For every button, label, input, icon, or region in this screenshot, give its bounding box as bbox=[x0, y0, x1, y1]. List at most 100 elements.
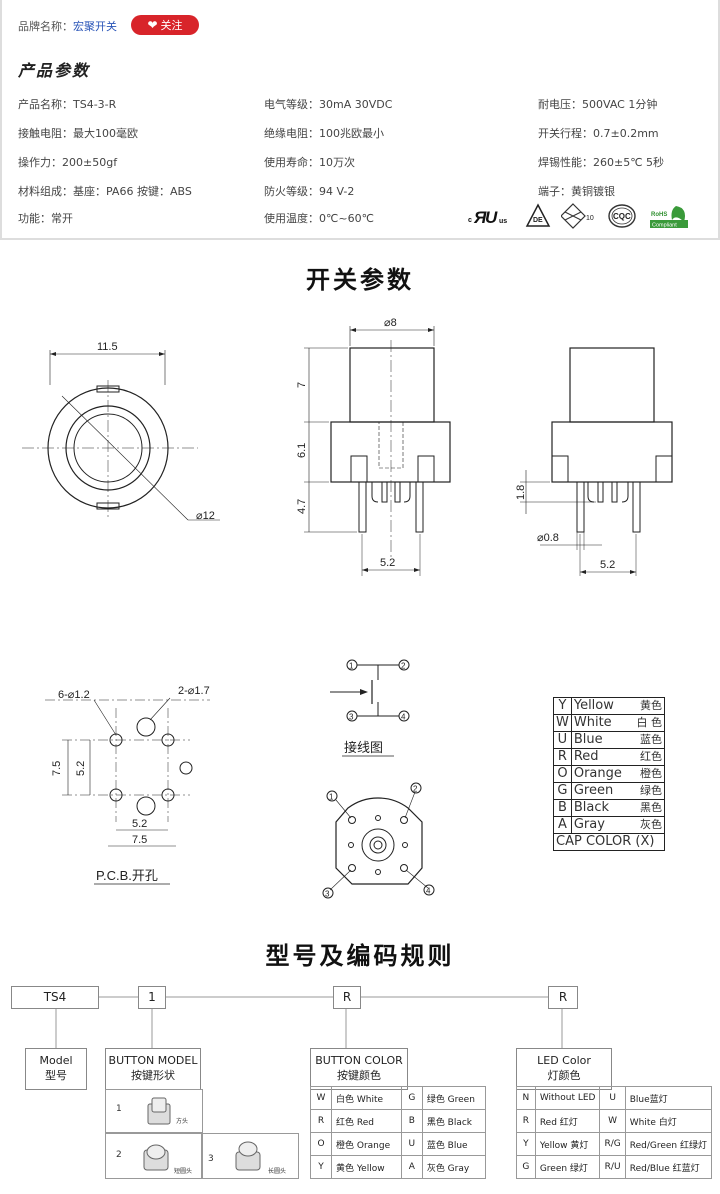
param-4-0: 功能：常开 bbox=[18, 212, 73, 225]
param-2-2: 焊锡性能：260±5℃ 5秒 bbox=[538, 156, 665, 169]
button-color-code: A bbox=[400, 1155, 423, 1179]
cap-color-zh: 绿色 bbox=[640, 784, 662, 797]
cap-color-code: G bbox=[553, 782, 572, 800]
svg-text:RoHS: RoHS bbox=[651, 212, 667, 218]
param-2-0: 操作力：200±50gf bbox=[18, 156, 118, 169]
param-1-0: 接触电阻：最大100毫欧 bbox=[18, 127, 138, 140]
pcb-layout-drawing: 6-⌀1.2 2-⌀1.7 7.5 5.2 5.2 7.5 P.C.B.开孔 bbox=[45, 685, 210, 885]
cap-color-code: O bbox=[553, 765, 572, 783]
cap-color-zh: 黑色 bbox=[640, 801, 662, 814]
svg-text:1: 1 bbox=[349, 662, 354, 671]
brand-label: 品牌名称： bbox=[18, 20, 73, 33]
enec-cert-logo: 10 bbox=[560, 202, 597, 230]
svg-text:5.2: 5.2 bbox=[380, 557, 395, 569]
button-color-code: O bbox=[310, 1132, 332, 1156]
model-label-box: Model 型号 bbox=[25, 1048, 87, 1090]
button-color-code: Y bbox=[310, 1155, 332, 1179]
param-3-1: 防火等级：94 V-2 bbox=[264, 185, 355, 198]
cap-color-code: W bbox=[553, 714, 572, 732]
button-color-header: BUTTON COLOR 按键颜色 bbox=[310, 1048, 408, 1090]
svg-text:6-⌀1.2: 6-⌀1.2 bbox=[58, 689, 90, 701]
svg-text:2-⌀1.7: 2-⌀1.7 bbox=[178, 685, 210, 697]
param-3-2: 端子：黄铜镀银 bbox=[538, 185, 615, 198]
button-model-row-2: 2 短圆头 bbox=[105, 1133, 203, 1179]
section-title: 产品参数 bbox=[18, 61, 91, 80]
button-model-zh: 按键形状 bbox=[131, 1069, 175, 1082]
button-color-label: 红色 Red bbox=[331, 1109, 402, 1133]
cap-color-code: B bbox=[553, 799, 572, 817]
svg-text:3: 3 bbox=[349, 713, 354, 722]
technical-drawings: 11.5 ⌀12 ⌀8 7 bbox=[22, 317, 673, 899]
svg-text:DE: DE bbox=[533, 217, 543, 224]
switch-params-title: 开关参数 bbox=[306, 266, 414, 294]
led-color-code: R bbox=[516, 1109, 536, 1133]
follow-button[interactable]: ❤关注 bbox=[131, 15, 199, 35]
svg-text:4: 4 bbox=[401, 713, 406, 722]
led-color-code: R/U bbox=[599, 1155, 626, 1179]
cap-color-code: Y bbox=[553, 697, 572, 715]
code-connector-lines bbox=[55, 996, 563, 1048]
led-color-label: Red/Green 红绿灯 bbox=[624, 1132, 713, 1156]
svg-text:P.C.B.开孔: P.C.B.开孔 bbox=[96, 868, 158, 883]
code-part-button-color: R bbox=[333, 986, 361, 1009]
code-part-button-model: 1 bbox=[138, 986, 166, 1009]
cap-color-code: U bbox=[553, 731, 572, 749]
led-color-zh: 灯颜色 bbox=[547, 1069, 581, 1082]
button-model-2-num: 2 bbox=[116, 1150, 122, 1160]
led-color-code: R/G bbox=[599, 1132, 626, 1156]
svg-text:4.7: 4.7 bbox=[296, 499, 308, 514]
code-part-series: TS4 bbox=[11, 986, 99, 1009]
svg-text:1.8: 1.8 bbox=[515, 485, 527, 500]
param-1-1: 绝缘电阻：100兆欧最小 bbox=[264, 127, 384, 140]
led-color-code: W bbox=[599, 1109, 626, 1133]
svg-text:1: 1 bbox=[329, 793, 334, 802]
led-color-label: Without LED bbox=[534, 1086, 601, 1110]
cap-color-footer: CAP COLOR (X) bbox=[553, 833, 665, 851]
button-color-zh: 按键颜色 bbox=[337, 1069, 381, 1082]
product-info-card bbox=[0, 0, 720, 240]
button-color-code: U bbox=[400, 1132, 423, 1156]
svg-text:11.5: 11.5 bbox=[97, 341, 118, 353]
svg-text:7: 7 bbox=[296, 382, 308, 388]
param-1-2: 开关行程：0.7±0.2mm bbox=[538, 127, 659, 140]
cap-color-zh: 橙色 bbox=[640, 767, 662, 780]
svg-text:接线图: 接线图 bbox=[344, 740, 383, 755]
cap-color-zh: 黄色 bbox=[640, 699, 662, 712]
svg-text:⌀12: ⌀12 bbox=[196, 510, 215, 522]
svg-text:7.5: 7.5 bbox=[132, 834, 147, 846]
led-color-code: N bbox=[516, 1086, 536, 1110]
brand-name[interactable]: 宏聚开关 bbox=[73, 20, 117, 33]
svg-text:⌀8: ⌀8 bbox=[384, 317, 397, 329]
param-4-1: 使用温度：0℃~60℃ bbox=[264, 212, 374, 225]
led-color-header: LED Color 灯颜色 bbox=[516, 1048, 612, 1090]
model-label-en: Model bbox=[39, 1054, 73, 1067]
button-color-code: R bbox=[310, 1109, 332, 1133]
param-3-0: 材料组成：基座：PA66 按键：ABS bbox=[18, 185, 192, 198]
svg-text:c: c bbox=[468, 217, 472, 224]
cap-color-en: Blue bbox=[573, 732, 603, 747]
svg-text:us: us bbox=[499, 218, 507, 225]
button-model-3-num: 3 bbox=[208, 1154, 214, 1164]
model-label-zh: 型号 bbox=[45, 1069, 67, 1082]
param-0-2: 耐电压：500VAC 1分钟 bbox=[538, 98, 658, 111]
cqc-cert-logo: CQC bbox=[608, 202, 636, 230]
heart-icon: ❤ bbox=[147, 18, 158, 32]
